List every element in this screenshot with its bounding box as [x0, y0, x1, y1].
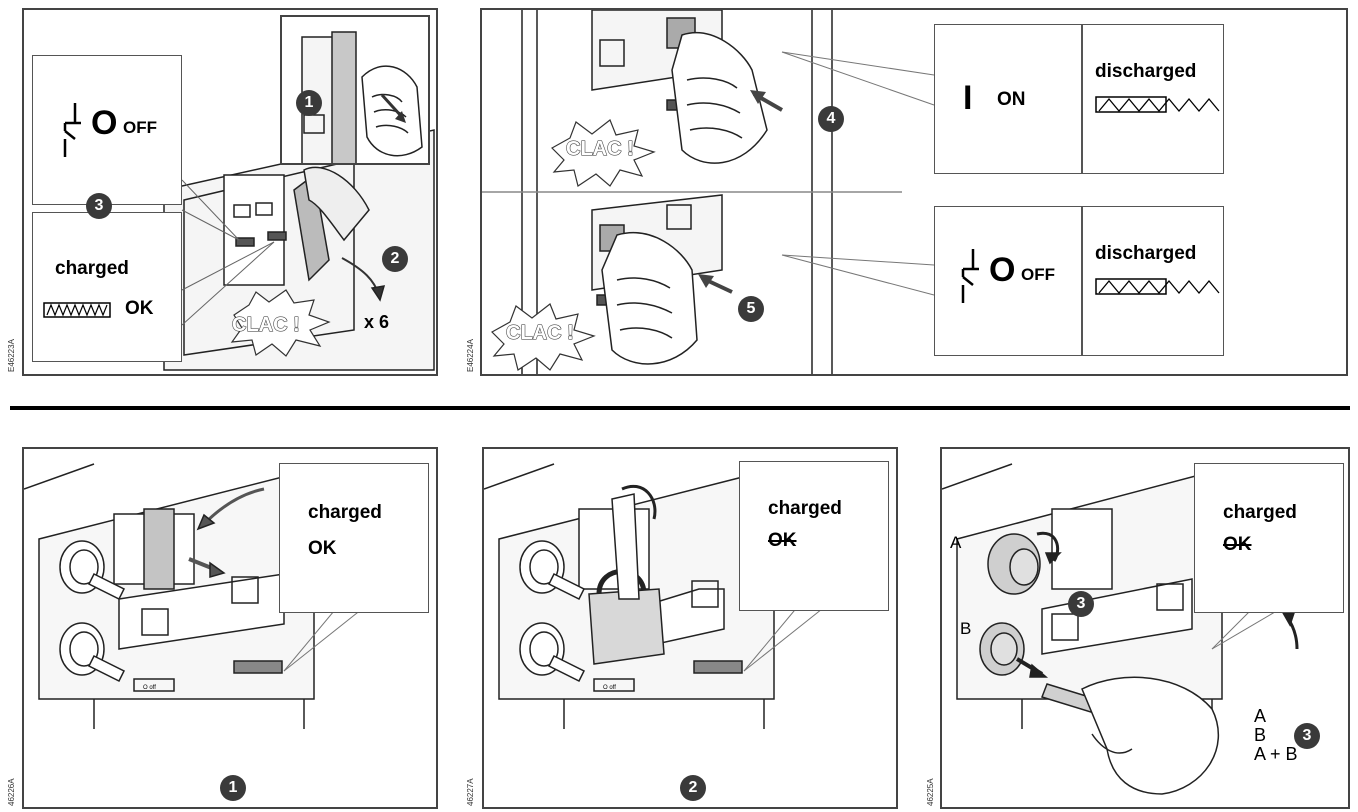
lock-b-label: B — [960, 619, 971, 639]
step-badge-4: 4 — [818, 106, 844, 132]
step-badge-3: 3 — [86, 193, 112, 219]
off-button-text: O off — [143, 685, 156, 691]
legend-a-plus-b: A + B — [1254, 745, 1298, 764]
on-state-callout: I ON discharged — [934, 24, 1224, 174]
step-badge-b3: 3 — [1294, 723, 1320, 749]
on-label: ON — [997, 89, 1026, 111]
panel-lock-1: O off charged OK 1 — [22, 447, 438, 809]
times-six-label: x 6 — [364, 312, 389, 333]
off-label-2: OFF — [1021, 265, 1055, 285]
charged-callout: charged OK — [32, 212, 182, 362]
charged-ok-callout-3: charged OK — [1194, 463, 1344, 613]
section-divider — [10, 406, 1350, 410]
step-badge-b2: 2 — [680, 775, 706, 801]
inset-step-1 — [280, 15, 430, 165]
charged-ok-callout-1: charged OK — [279, 463, 429, 613]
legend-ab: A B A + B — [1254, 707, 1298, 764]
off-state-callout: O OFF — [32, 55, 182, 205]
discharged-label-1: discharged — [1095, 61, 1196, 83]
legend-a: A — [1254, 707, 1298, 726]
figure-code-e46223a: E46223A — [7, 339, 16, 372]
charged-label-b2: charged — [768, 498, 842, 520]
figure-code-e46224a: E46224A — [466, 339, 475, 372]
step-badge-5: 5 — [738, 296, 764, 322]
off-label: OFF — [123, 118, 157, 138]
callout-divider-2 — [1081, 207, 1083, 355]
clac-text-2: CLAC ! — [566, 138, 634, 161]
panel-key-lock: charged OK A B 3 A B A + B 3 — [940, 447, 1350, 809]
ok-crossed-label-b2: OK — [768, 530, 797, 552]
off-state-callout-2: O OFF discharged — [934, 206, 1224, 356]
charged-ok-callout-2: charged OK — [739, 461, 889, 611]
lock-a-label: A — [950, 533, 961, 553]
spring-discharged-icon-2 — [1095, 277, 1225, 297]
off-symbol-2: O — [989, 251, 1015, 290]
charged-label: charged — [55, 258, 129, 280]
off-button-text-2: O off — [603, 685, 616, 691]
spring-charged-icon — [43, 301, 113, 319]
charged-label-b1: charged — [308, 502, 382, 524]
clac-text-3: CLAC ! — [506, 322, 574, 345]
on-symbol: I — [963, 79, 972, 118]
spring-discharged-icon-1 — [1095, 95, 1225, 115]
legend-b: B — [1254, 726, 1298, 745]
panel-lock-2: O off charged OK 2 — [482, 447, 898, 809]
step-badge-b1: 1 — [220, 775, 246, 801]
switch-open-icon — [55, 101, 95, 161]
clac-text-1: CLAC ! — [232, 314, 300, 337]
ok-crossed-label-b3: OK — [1223, 534, 1252, 556]
callout-divider — [1081, 25, 1083, 173]
discharged-label-2: discharged — [1095, 243, 1196, 265]
step-badge-2: 2 — [382, 246, 408, 272]
charged-label-b3: charged — [1223, 502, 1297, 524]
ok-label: OK — [125, 298, 154, 320]
figure-code-46227a: 46227A — [466, 778, 475, 806]
panel-close-open: I ON discharged O OFF discharged 4 5 C — [480, 8, 1348, 376]
figure-code-46226a: 46226A — [7, 778, 16, 806]
switch-open-icon-2 — [953, 247, 993, 307]
step-badge-b3-inline: 3 — [1068, 591, 1094, 617]
ok-label-b1: OK — [308, 538, 337, 560]
off-symbol: O — [91, 104, 117, 143]
figure-code-46225a: 46225A — [926, 778, 935, 806]
step-badge-1: 1 — [296, 90, 322, 116]
panel-charge-mechanism: O OFF charged OK 1 2 3 CLAC ! x 6 — [22, 8, 438, 376]
